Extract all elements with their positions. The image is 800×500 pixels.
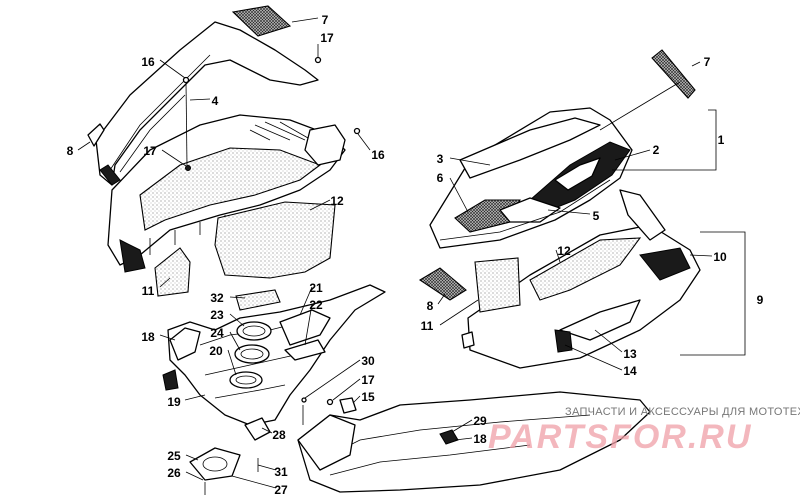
screw-16b: [353, 127, 361, 135]
callout-1: 1: [718, 133, 725, 147]
callout-14: 14: [623, 364, 637, 378]
headlight-trim-8a: [87, 123, 105, 147]
callout-11: 11: [421, 319, 434, 333]
side-panel-lower-10: [467, 224, 701, 369]
vent-grille-7b: [651, 49, 696, 99]
callout-2: 2: [653, 143, 660, 157]
mount-bracket: [304, 124, 346, 166]
pad-11a: [154, 247, 191, 297]
callout-10: 10: [713, 250, 727, 264]
insulation-pad-12b: [529, 237, 642, 301]
clip-15: [339, 397, 357, 414]
callout-16: 16: [141, 55, 155, 69]
callout-17: 17: [361, 373, 375, 387]
watermark: ЗАПЧАСТИ И АКСЕССУАРЫ ДЛЯ МОТОТЕХНИКИ PA…: [488, 406, 800, 456]
callout-32: 32: [210, 291, 224, 305]
belly-pan-frame: [167, 284, 386, 426]
callout-24: 24: [210, 326, 224, 340]
hood-inner-panel: [139, 147, 322, 231]
side-panel-trim-3: [459, 117, 601, 179]
callout-16: 16: [371, 148, 385, 162]
callout-3: 3: [437, 152, 444, 166]
callout-25: 25: [167, 449, 181, 463]
side-panel-assembly-9: [418, 189, 701, 369]
callout-7: 7: [322, 13, 329, 27]
callout-11: 11: [142, 284, 155, 298]
screw-17b: [185, 165, 191, 171]
callout-30: 30: [361, 354, 375, 368]
callout-27: 27: [274, 483, 288, 497]
side-wall: [297, 414, 356, 471]
callout-28: 28: [272, 428, 286, 442]
hood-assembly-left: [87, 5, 361, 297]
side-panel-assembly-1: [429, 49, 696, 249]
vent-grille-7a: [231, 5, 292, 37]
screw-17c: [326, 398, 334, 406]
callout-7: 7: [704, 55, 711, 69]
callout-17: 17: [143, 144, 157, 158]
callout-12: 12: [557, 244, 571, 258]
callout-21: 21: [309, 281, 323, 295]
callout-29: 29: [473, 414, 487, 428]
screw-4: [182, 76, 190, 84]
leader-lines: [77, 17, 746, 489]
callout-8: 8: [67, 144, 74, 158]
callout-13: 13: [623, 347, 637, 361]
callout-23: 23: [210, 308, 224, 322]
callout-19: 19: [167, 395, 181, 409]
callout-9: 9: [757, 293, 764, 307]
callout-15: 15: [361, 390, 375, 404]
callout-4: 4: [212, 94, 219, 108]
pad-11b: [474, 257, 521, 313]
fastener-30: [301, 397, 307, 403]
callout-6: 6: [437, 171, 444, 185]
belly-assembly-left: [162, 284, 386, 495]
gasket-24: [234, 344, 270, 364]
callout-26: 26: [167, 466, 181, 480]
watermark-brand: PARTSFOR.RU: [488, 418, 752, 456]
headlight-trim-8b: [418, 267, 467, 301]
bracket-21: [279, 309, 331, 346]
gasket-20: [229, 371, 263, 389]
side-bracket-18a: [169, 327, 201, 361]
gasket-23: [236, 321, 272, 341]
cover-plate-25: [189, 447, 241, 481]
callout-5: 5: [593, 209, 600, 223]
callout-18: 18: [473, 432, 487, 446]
callout-8: 8: [427, 299, 434, 313]
screw-17a: [314, 56, 322, 64]
bracket-22: [284, 339, 326, 361]
callout-31: 31: [274, 465, 288, 479]
callout-12: 12: [330, 194, 344, 208]
skid-plate: [297, 391, 651, 493]
callout-17: 17: [320, 31, 334, 45]
callout-20: 20: [209, 344, 223, 358]
upper-hood: [95, 21, 319, 186]
callout-22: 22: [309, 298, 323, 312]
watermark-tagline: ЗАПЧАСТИ И АКСЕССУАРЫ ДЛЯ МОТОТЕХНИКИ: [565, 406, 800, 418]
insulation-pad-12a: [214, 201, 336, 279]
plate-32: [235, 289, 281, 311]
callout-18: 18: [141, 330, 155, 344]
